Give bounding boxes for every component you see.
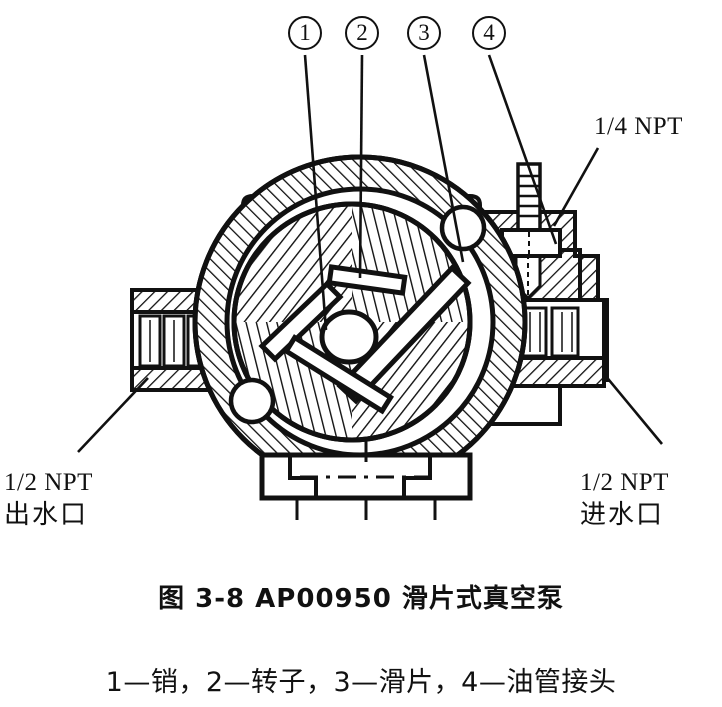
leader-line-3	[422, 54, 465, 263]
sliding-vanes	[258, 264, 472, 415]
bolt-hole-bosses	[228, 204, 487, 425]
label-inlet-size: 1/2 NPT	[580, 469, 669, 496]
callout-number-2[interactable]: 2	[345, 16, 379, 50]
label-outlet: 1/2 NPT 出水口	[4, 466, 93, 532]
leader-lines	[77, 54, 664, 453]
oil-tube-fitting	[500, 162, 562, 258]
leader-line-inlet	[602, 373, 664, 445]
mounting-base	[259, 440, 473, 520]
label-inlet: 1/2 NPT 进水口	[580, 466, 669, 532]
figure-legend: 1—销，2—转子，3—滑片，4—油管接头	[105, 667, 617, 698]
pump-body-group	[77, 54, 664, 520]
label-inlet-name: 进水口	[580, 500, 665, 530]
leader-line-outlet	[77, 377, 149, 453]
leader-line-1	[303, 54, 328, 331]
label-oil-fitting-size: 1/4 NPT	[594, 113, 683, 140]
figure-caption: 图 3-8 AP00950 滑片式真空泵	[158, 584, 564, 614]
leader-line-4	[487, 54, 558, 245]
leader-line-oil-fitting	[552, 147, 600, 227]
label-outlet-name: 出水口	[4, 500, 89, 530]
label-outlet-size: 1/2 NPT	[4, 469, 93, 496]
callout-number-4[interactable]: 4	[472, 16, 506, 50]
center-pin	[319, 309, 379, 365]
callout-number-3[interactable]: 3	[407, 16, 441, 50]
callout-number-1[interactable]: 1	[288, 16, 322, 50]
leader-line-2	[358, 54, 364, 279]
